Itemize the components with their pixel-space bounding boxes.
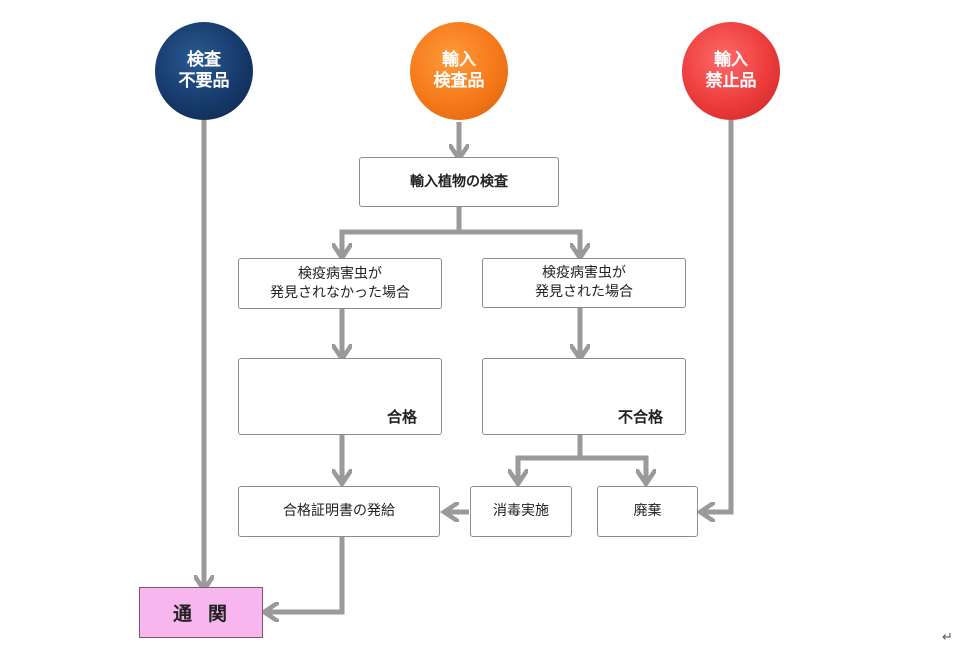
pass-box — [238, 358, 442, 435]
certificate-box: 合格証明書の発給 — [238, 486, 440, 537]
arrow-fail-split-left — [518, 435, 583, 482]
disposal-box: 廃棄 — [597, 486, 698, 537]
arrow-check-split-right — [459, 229, 580, 256]
fail-label: 不合格 — [618, 408, 664, 426]
fail-box — [482, 358, 686, 435]
disinfection-box: 消毒実施 — [470, 486, 572, 537]
category-inspection: 輸入 検査品 — [410, 22, 508, 120]
not-found-box: 検疫病害虫が 発見されなかった場合 — [238, 258, 442, 309]
return-mark-icon: ↵ — [942, 630, 953, 645]
category-prohibited: 輸入 禁止品 — [682, 22, 780, 120]
found-box: 検疫病害虫が 発見された場合 — [482, 258, 686, 308]
arrow-fail-split-right — [580, 455, 646, 482]
arrow-check-split-left — [342, 207, 462, 256]
arrow-certificate-to-customs — [266, 537, 345, 612]
customs-box: 通関 — [139, 587, 263, 638]
arrow-prohibited-to-disposal — [702, 120, 734, 512]
inspection-step-box: 輸入植物の検査 — [359, 157, 559, 207]
category-no-inspection: 検査 不要品 — [155, 22, 253, 120]
pass-label: 合格 — [387, 408, 418, 426]
